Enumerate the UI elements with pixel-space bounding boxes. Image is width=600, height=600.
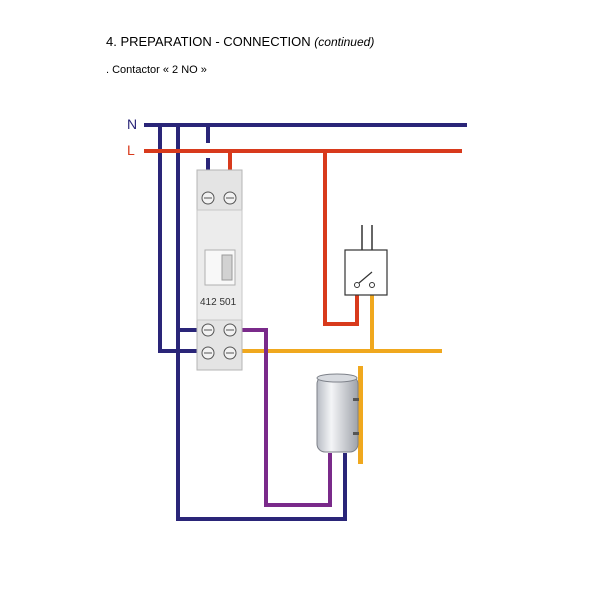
page-subheading: . Contactor « 2 NO » [106, 64, 207, 76]
neutral-label: N [127, 116, 137, 132]
switch-box [344, 249, 388, 296]
switch-contact-left [354, 282, 360, 288]
bracket-bottom [353, 432, 359, 435]
heater-tank [316, 375, 359, 453]
neutral-drop-contact [158, 123, 207, 353]
wall-mount [358, 366, 363, 464]
contactor-lever [221, 254, 233, 281]
device-reference: 412 501 [200, 297, 237, 308]
neutral-wiring [144, 123, 467, 521]
switch-contact-right [369, 282, 375, 288]
water-heater [316, 366, 363, 464]
load-wire [228, 328, 332, 507]
wall-switch [344, 225, 388, 296]
heading-title: 4. PREPARATION - CONNECTION [106, 34, 311, 49]
bracket-top [353, 398, 359, 401]
neutral-drop-heater [176, 123, 347, 521]
heading-continued: (continued) [314, 35, 375, 49]
switched-wiring [228, 288, 442, 353]
line-label: L [127, 142, 135, 158]
heater-top [316, 373, 358, 383]
switch-blade [358, 271, 373, 284]
load-wiring [228, 328, 332, 507]
line-to-switch [323, 149, 359, 326]
contactor-device: 412 501 [196, 169, 243, 371]
line-wiring [144, 149, 462, 326]
page-heading: 4. PREPARATION - CONNECTION (continued) [106, 34, 374, 49]
